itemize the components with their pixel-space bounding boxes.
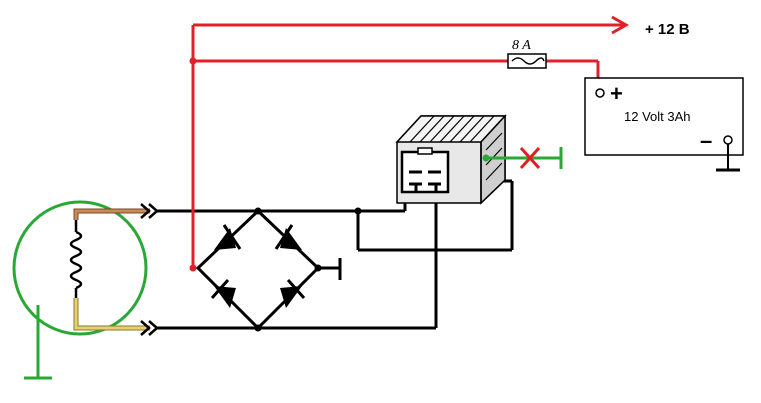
battery-negative-terminal [723, 135, 733, 145]
diode-bridge-icon [195, 208, 321, 331]
diode-4 [280, 279, 306, 308]
junction-dots [254, 207, 362, 332]
battery-plus-sign: + [610, 81, 623, 106]
fuse-icon [507, 53, 547, 69]
positive-wiring [191, 23, 625, 268]
battery-positive-terminal [595, 88, 605, 98]
inductor-icon [69, 220, 83, 298]
battery-rating: 12 Volt 3Ah [624, 109, 691, 124]
battery-icon [584, 77, 744, 172]
stator-coil [12, 200, 159, 380]
ground-icon [24, 305, 52, 380]
diode-1 [214, 224, 242, 250]
signal-wiring [157, 172, 514, 330]
diode-3 [210, 279, 236, 308]
arrow-right-icon [611, 15, 630, 35]
diode-2 [274, 224, 302, 250]
fuse-rating: 8 A [512, 38, 531, 53]
stator-outline [12, 200, 148, 336]
positive-junctions [189, 57, 197, 272]
disconnected-lead [482, 146, 563, 170]
voltage-regulator-icon [395, 114, 507, 205]
x-mark-icon [519, 146, 541, 170]
output-voltage-label: + 12 B [645, 21, 690, 38]
battery-minus-sign: – [700, 128, 712, 153]
